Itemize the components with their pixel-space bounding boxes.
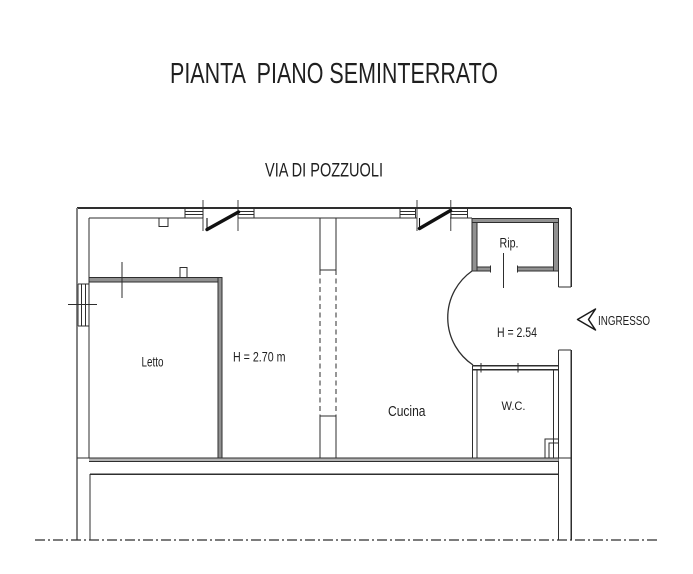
page-title: PIANTA PIANO SEMINTERRATO [170,58,498,90]
rip-walls [471,218,559,288]
height-annotation-main: H = 2.70 m [233,350,286,365]
entrance-label: INGRESSO [598,314,650,328]
letto-walls [88,262,223,459]
hall-cucina-partition [319,218,337,458]
height-annotation-entrance: H = 2.54 [497,325,537,340]
left-window [68,283,97,327]
wc-walls [471,363,559,458]
room-label-letto: Letto [142,354,164,370]
entrance-arrow-icon [576,308,597,331]
room-label-cucina: Cucina [388,404,426,420]
outer-walls [76,207,572,540]
service-strip [89,473,559,540]
top-wall-inner-face [89,217,472,227]
room-label-wc: W.C. [502,399,526,413]
bottom-wall [77,457,571,462]
door-jamb-ticks [202,200,452,231]
room-label-rip: Rip. [500,236,519,251]
entrance-curved-wall [447,270,474,366]
entry-door-leaves [205,208,453,232]
street-label: VIA DI POZZUOLI [265,161,383,182]
